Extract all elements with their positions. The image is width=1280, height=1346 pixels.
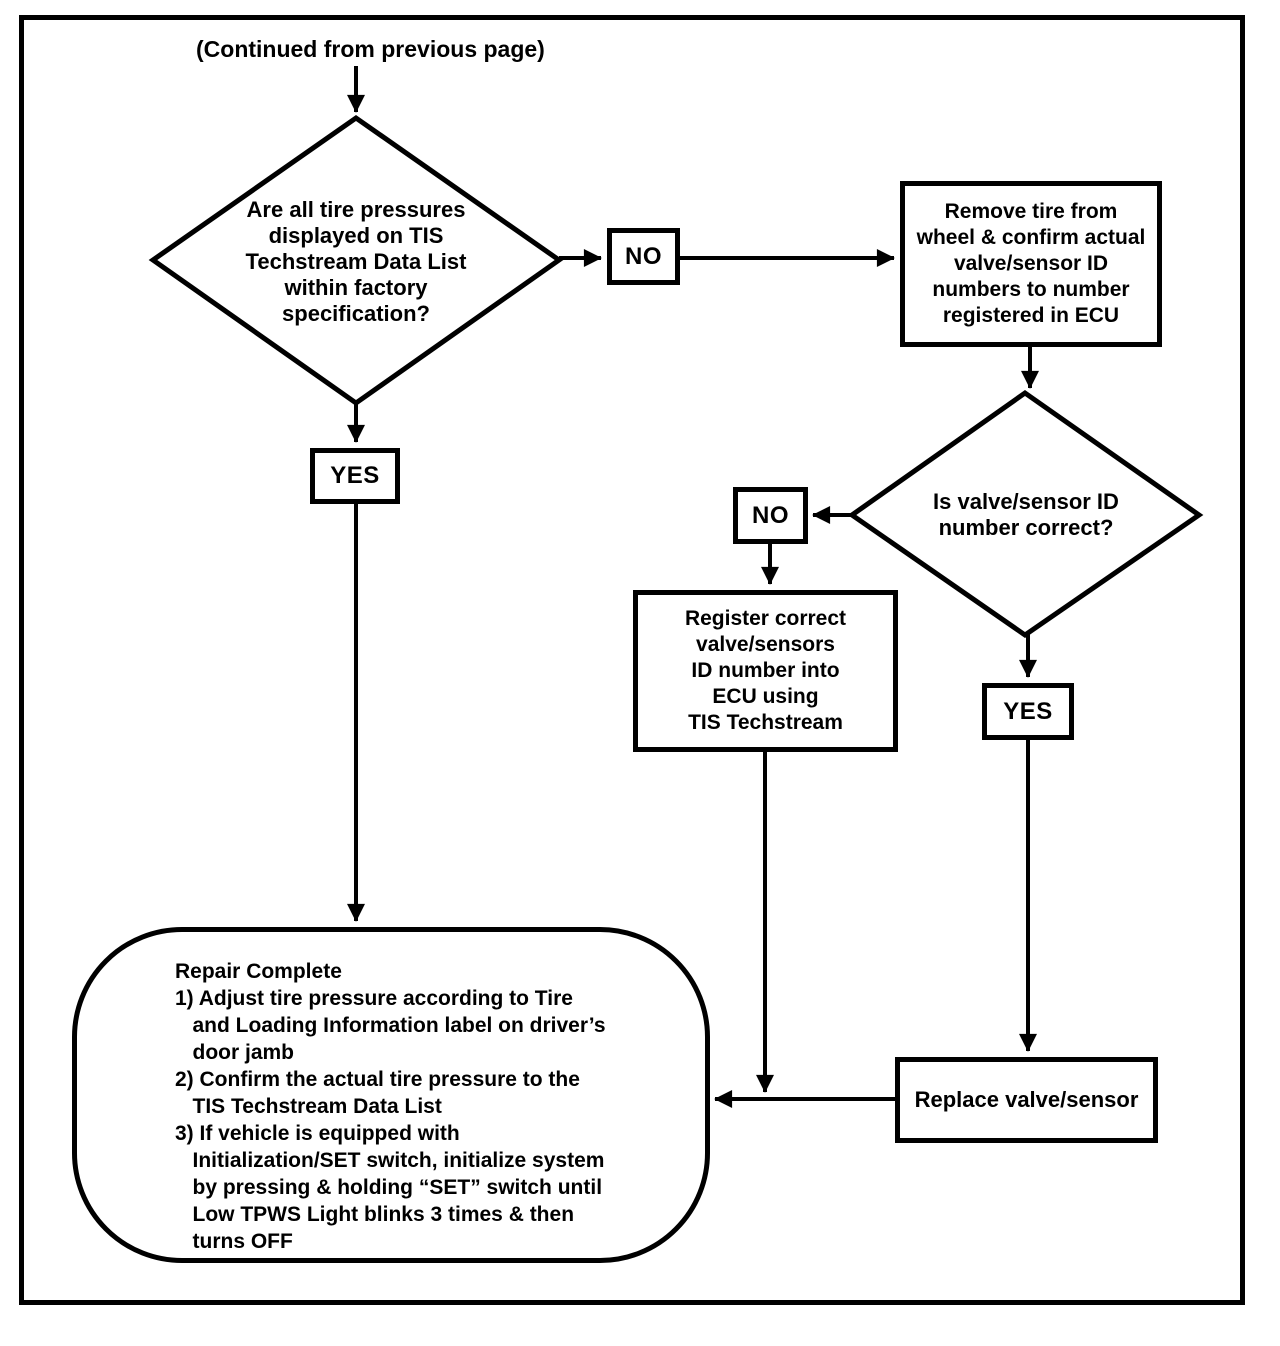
process-remove-tire: Remove tire from wheel & confirm actual … — [900, 181, 1162, 347]
no-label-2: NO — [733, 487, 808, 544]
process-register-id: Register correct valve/sensors ID number… — [633, 590, 898, 752]
decision-tire-pressure-label: Are all tire pressures displayed on TIS … — [245, 197, 467, 326]
process-replace-valve: Replace valve/sensor — [895, 1057, 1158, 1143]
no-label-1: NO — [607, 228, 680, 285]
terminal-repair-complete-text: Repair Complete 1) Adjust tire pressure … — [175, 960, 606, 1253]
decision-tire-pressure-shape — [148, 114, 564, 407]
page-border — [19, 15, 1245, 1305]
yes-label-2: YES — [982, 683, 1074, 740]
terminal-repair-complete: Repair Complete 1) Adjust tire pressure … — [72, 927, 710, 1263]
decision-valve-id-shape — [847, 389, 1204, 639]
yes-label-1: YES — [310, 448, 400, 504]
decision-valve-id-label: Is valve/sensor ID number correct? — [933, 489, 1119, 540]
continued-from-previous-page-label: (Continued from previous page) — [196, 36, 545, 62]
